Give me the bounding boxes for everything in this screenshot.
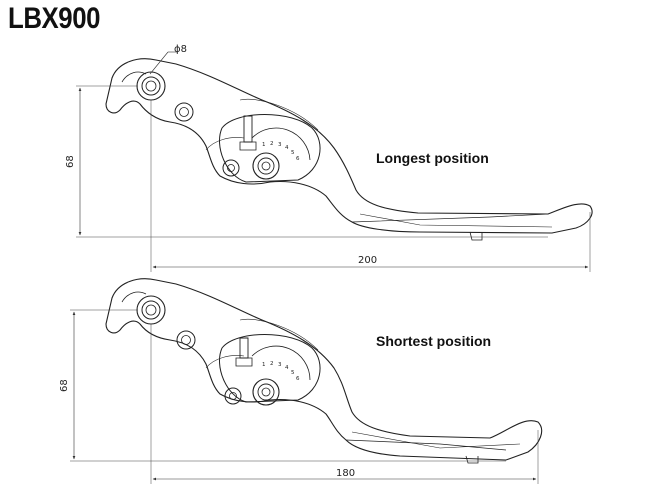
scale-mark-list: 1 2 3 4 5 6: [262, 361, 300, 382]
scale-mark: 6: [296, 156, 300, 162]
height-dimension: 68: [59, 309, 506, 462]
adjuster-screw: [176, 330, 196, 350]
scale-mark: 2: [270, 141, 274, 147]
pivot-bolt: [136, 295, 166, 325]
length-label: 180: [336, 468, 355, 479]
lower-bolt-small: [222, 159, 240, 177]
lower-bolt-small: [224, 387, 242, 405]
scale-mark: 6: [296, 376, 300, 382]
scale-mark: 2: [270, 361, 274, 367]
scale-mark: 4: [285, 365, 289, 371]
height-label: 68: [59, 379, 70, 392]
adjuster-dial: [218, 114, 321, 183]
height-dimension: 68: [65, 85, 548, 238]
position-label: Longest position: [376, 150, 489, 166]
diameter-callout: ϕ8: [149, 44, 187, 75]
lower-bolt-large: [252, 152, 280, 180]
scale-mark: 5: [291, 150, 295, 156]
diameter-label: ϕ8: [174, 44, 187, 55]
page-title: LBX900: [8, 2, 101, 35]
length-label: 200: [358, 255, 377, 266]
length-dimension: 200: [150, 100, 591, 272]
scale-mark-list: 1 2 3 4 5 6: [262, 141, 300, 162]
lower-bolt-large: [252, 378, 280, 406]
scale-mark: 5: [291, 370, 295, 376]
lever-diagram-longest: 1 2 3 4 5 6 ϕ8 68: [65, 44, 593, 272]
length-dimension: 180: [150, 324, 539, 484]
position-label: Shortest position: [376, 333, 491, 349]
scale-mark: 3: [278, 362, 282, 368]
scale-mark: 1: [262, 362, 266, 368]
scale-mark: 1: [262, 142, 266, 148]
adjuster-dial: [218, 334, 321, 403]
lever-outline: [105, 58, 593, 234]
adjuster-screw: [174, 102, 194, 122]
pivot-bolt: [136, 71, 166, 101]
height-label: 68: [65, 155, 76, 168]
scale-mark: 4: [285, 145, 289, 151]
lever-diagram-shortest: 1 2 3 4 5 6 68 180 Shorte: [59, 278, 543, 484]
lever-outline: [105, 278, 543, 461]
scale-mark: 3: [278, 142, 282, 148]
